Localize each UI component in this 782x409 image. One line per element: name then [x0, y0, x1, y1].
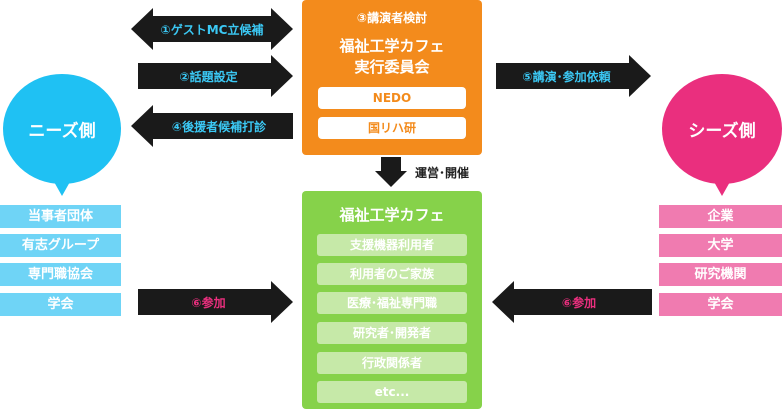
join-right-arrow: ⑥参加 — [492, 281, 652, 323]
left-arrow-icon — [131, 105, 293, 147]
join-right-label: ⑥参加 — [561, 295, 597, 310]
needs-item: 当事者団体 — [0, 205, 121, 228]
join-left-arrow: ⑥参加 — [138, 281, 293, 323]
seeds-item: 研究機関 — [659, 263, 782, 286]
cafe-panel: 福祉工学カフェ 支援機器利用者 利用者のご家族 医療･福祉専門職 研究者･開発者… — [302, 191, 482, 409]
right-arrow-icon — [138, 281, 293, 323]
seeds-title: シーズ側 — [688, 121, 756, 142]
committee-title-line1: 福祉工学カフェ — [339, 37, 445, 55]
cafe-item: 支援機器利用者 — [317, 234, 467, 256]
committee-member: 国リハ研 — [318, 117, 466, 139]
needs-item: 学会 — [0, 293, 121, 316]
request-label: ⑤講演･参加依頼 — [522, 69, 611, 84]
cafe-item: 利用者のご家族 — [317, 263, 467, 285]
committee-panel: ③講演者検討 福祉工学カフェ 実行委員会 NEDO 国リハ研 — [302, 0, 482, 155]
down-arrow-icon — [375, 157, 407, 187]
needs-bubble-tail — [53, 180, 71, 196]
needs-item: 専門職協会 — [0, 263, 121, 286]
left-arrow-icon — [492, 281, 652, 323]
cafe-item: 研究者･開発者 — [317, 322, 467, 344]
committee-title-line2: 実行委員会 — [354, 58, 430, 76]
cafe-item: 医療･福祉専門職 — [317, 292, 467, 314]
seeds-item: 企業 — [659, 205, 782, 228]
committee-step: ③講演者検討 — [356, 11, 428, 25]
guest-mc-label: ①ゲストMC立候補 — [160, 22, 264, 37]
seeds-bubble: シーズ側 — [662, 74, 782, 184]
needs-bubble: ニーズ側 — [3, 74, 121, 184]
cafe-item: etc... — [317, 381, 467, 403]
seeds-bubble-tail — [713, 180, 731, 196]
double-arrow-icon — [131, 8, 293, 50]
right-arrow-icon — [496, 55, 651, 97]
operate-label: 運営･開催 — [415, 166, 470, 180]
support-label: ④後援者候補打診 — [171, 119, 267, 134]
cafe-title: 福祉工学カフェ — [339, 206, 445, 224]
guest-mc-arrow: ①ゲストMC立候補 — [131, 8, 293, 50]
topic-label: ②話題設定 — [179, 69, 238, 84]
committee-member: NEDO — [318, 87, 466, 109]
topic-arrow: ②話題設定 — [138, 55, 293, 97]
seeds-item: 大学 — [659, 234, 782, 257]
right-arrow-icon — [138, 55, 293, 97]
support-arrow: ④後援者候補打診 — [131, 105, 293, 147]
request-arrow: ⑤講演･参加依頼 — [496, 55, 651, 97]
join-left-label: ⑥参加 — [191, 295, 226, 310]
needs-item: 有志グループ — [0, 234, 121, 257]
seeds-item: 学会 — [659, 293, 782, 316]
cafe-item: 行政関係者 — [317, 352, 467, 374]
needs-title: ニーズ側 — [28, 121, 96, 142]
